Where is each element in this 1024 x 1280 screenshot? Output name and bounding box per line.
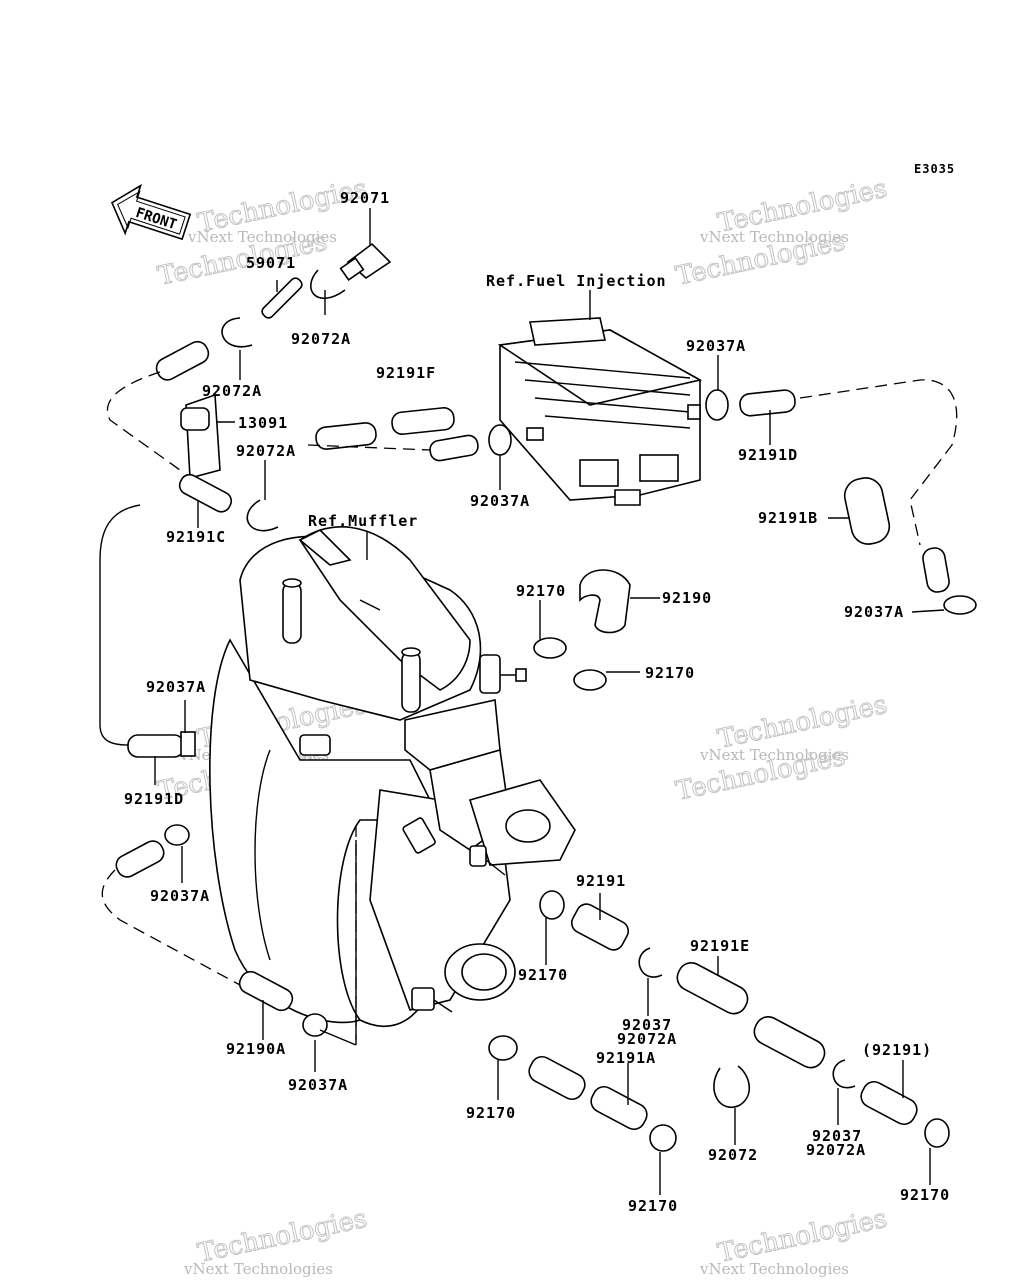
fitting-92071: [339, 242, 392, 282]
part-label-92191C: 92191C: [166, 528, 226, 546]
hose: [922, 547, 950, 593]
part-label-92037A: 92037A: [146, 678, 206, 696]
clamp-92170: [573, 669, 607, 691]
clamp-92170: [533, 637, 567, 659]
part-label-92170: 92170: [645, 664, 695, 682]
clamp-92037: [832, 1059, 856, 1089]
hose-92191: [860, 1080, 918, 1126]
clamp-92072A: [309, 269, 346, 300]
part-label-92191-paren: (92191): [862, 1041, 932, 1059]
part-label-59071: 59071: [246, 254, 296, 272]
part-label-92170: 92170: [518, 966, 568, 984]
watermark-mid-right: Technologies vNext Technologies Technolo…: [673, 689, 891, 807]
watermark-top-left: Technologies vNext Technologies Technolo…: [155, 173, 371, 292]
part-label-92190: 92190: [662, 589, 712, 607]
part-label-92191F: 92191F: [376, 364, 436, 382]
ecu-unit: [497, 317, 703, 506]
part-label-92037A: 92037A: [470, 492, 530, 510]
part-label-92037: 92037: [812, 1127, 862, 1145]
watermark-bottom-right: Technologies vNext Technologies: [699, 1203, 890, 1278]
part-label-92072A: 92072A: [617, 1030, 677, 1048]
clamp-92170: [488, 1035, 518, 1061]
hose-92190: [579, 569, 631, 634]
part-label-92071: 92071: [340, 189, 390, 207]
clamp-92037: [638, 947, 663, 978]
hose: [115, 840, 165, 878]
ref-muffler: Ref.Muffler: [308, 512, 418, 530]
nipple-59071: [261, 277, 303, 319]
spring-92191B: [843, 477, 891, 545]
part-label-92170: 92170: [628, 1197, 678, 1215]
part-label-92037A: 92037A: [844, 603, 904, 621]
clamp-92170: [649, 1124, 677, 1152]
watermark-text: vNext Technologies: [699, 228, 849, 246]
part-label-92191: 92191: [576, 872, 626, 890]
hose-route: [307, 444, 431, 451]
part-label-92170: 92170: [466, 1104, 516, 1122]
hose-92191D: [127, 734, 185, 758]
watermark-top-right: Technologies vNext Technologies Technolo…: [673, 173, 891, 292]
hose: [155, 340, 210, 381]
spring-92191E: [676, 962, 749, 1015]
part-label-92037A: 92037A: [150, 887, 210, 905]
hose-92191C: [178, 473, 233, 513]
hose: [429, 434, 479, 462]
hose-92191A: [528, 1055, 586, 1101]
ref-fuel-injection: Ref.Fuel Injection: [486, 272, 667, 290]
clamp-92037A: [488, 424, 512, 456]
part-label-13091: 13091: [238, 414, 288, 432]
part-label-92191A: 92191A: [596, 1049, 656, 1067]
labels: Ref.Fuel Injection Ref.Muffler 92071 590…: [124, 189, 950, 1215]
block-13091-cap: [180, 407, 210, 431]
part-label-92072A: 92072A: [806, 1141, 866, 1159]
part-label-92072: 92072: [708, 1146, 758, 1164]
hose-92191A: [590, 1085, 648, 1131]
clamp-92037A: [302, 1013, 328, 1037]
clamp-92037A: [164, 824, 190, 846]
part-label-92037A: 92037A: [686, 337, 746, 355]
hose-route: [99, 504, 141, 746]
watermark-bottom-left: Technologies vNext Technologies: [183, 1203, 370, 1278]
clamp-92072A: [221, 317, 253, 348]
hose-92190A: [238, 970, 294, 1012]
hose-route: [799, 379, 958, 546]
leader-lines: [154, 208, 945, 1195]
watermark-text: vNext Technologies: [183, 1260, 333, 1278]
clamp-92037A: [943, 595, 977, 615]
hose-92191D: [739, 389, 796, 417]
spring-92191E: [753, 1016, 826, 1069]
diagram-code: E3035: [914, 162, 955, 176]
part-label-92037: 92037: [622, 1016, 672, 1034]
part-label-92037A: 92037A: [288, 1076, 348, 1094]
watermark-text: vNext Technologies: [187, 228, 337, 246]
hose-route: [106, 371, 181, 471]
watermark-text: vNext Technologies: [699, 1260, 849, 1278]
part-label-92170: 92170: [516, 582, 566, 600]
clamp-92170: [924, 1118, 950, 1148]
part-label-92072A: 92072A: [202, 382, 262, 400]
clamp-92170: [539, 890, 565, 920]
front-arrow: FRONT: [110, 183, 192, 241]
part-label-92190A: 92190A: [226, 1040, 286, 1058]
part-label-92191D: 92191D: [738, 446, 798, 464]
part-label-92072A: 92072A: [236, 442, 296, 460]
clamp-92072A: [246, 499, 279, 532]
part-label-92170: 92170: [900, 1186, 950, 1204]
watermark-text: vNext Technologies: [699, 746, 849, 764]
part-label-92191B: 92191B: [758, 509, 818, 527]
hose-92191: [570, 903, 630, 951]
clamp-92037A: [705, 389, 729, 421]
spring-92191F: [315, 407, 455, 450]
part-label-92191E: 92191E: [690, 937, 750, 955]
clamp-92072: [713, 1065, 750, 1108]
part-label-92072A: 92072A: [291, 330, 351, 348]
muffler-assembly: [209, 526, 576, 1045]
clamp-92037A: [180, 731, 196, 757]
part-label-92191D: 92191D: [124, 790, 184, 808]
hose-route: [101, 869, 241, 986]
